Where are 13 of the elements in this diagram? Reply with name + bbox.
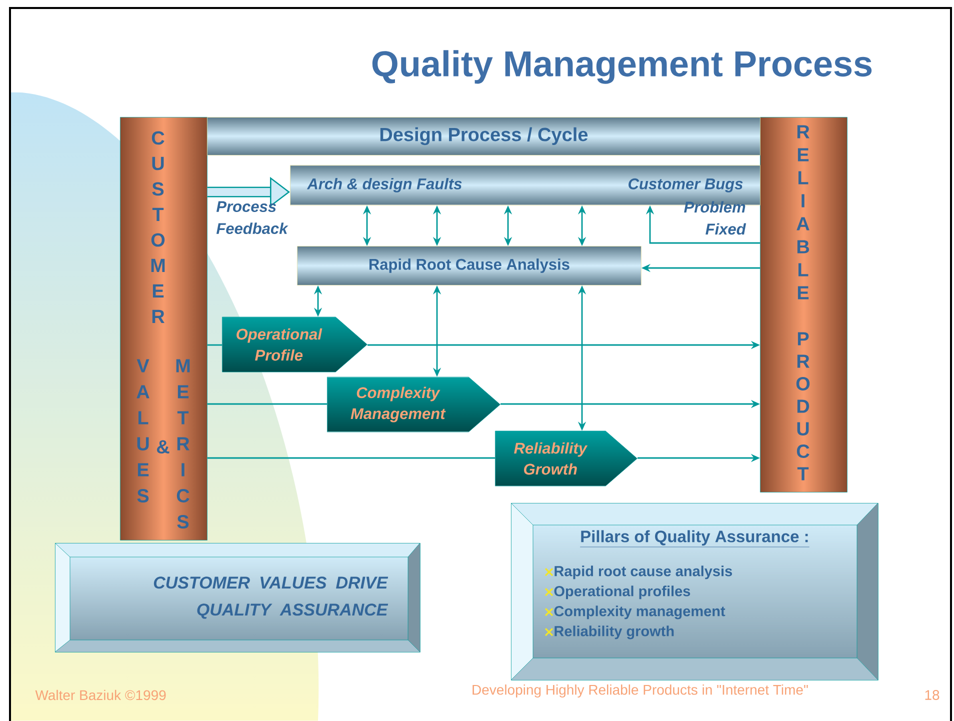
beveled-panel: CUSTOMER VALUES DRIVE QUALITY ASSURANCE [54,542,420,652]
beveled-panel: Pillars of Quality Assurance : Rapid root cause analysis Operational profiles Complexity management Reliability growth [510,502,878,680]
pentagon-box: Reliability Growth [495,430,638,486]
pentagon-box: Operational Profile [222,316,368,372]
pillar: CUSTOMER VALUES & METRICS [120,117,208,540]
process-bar: Design Process / Cycle [207,117,760,156]
pillar: RELIABLE PRODUCT [760,117,848,492]
process-bar: Rapid Root Cause Analysis [297,246,642,286]
pentagon-box: Complexity Management [327,376,500,432]
footer-text: 18 [925,690,940,700]
footer-text: Walter Baziuk ©1999 [35,690,166,700]
title: Quality Management Process [372,50,872,84]
edge-label: Process Feedback [216,201,288,234]
